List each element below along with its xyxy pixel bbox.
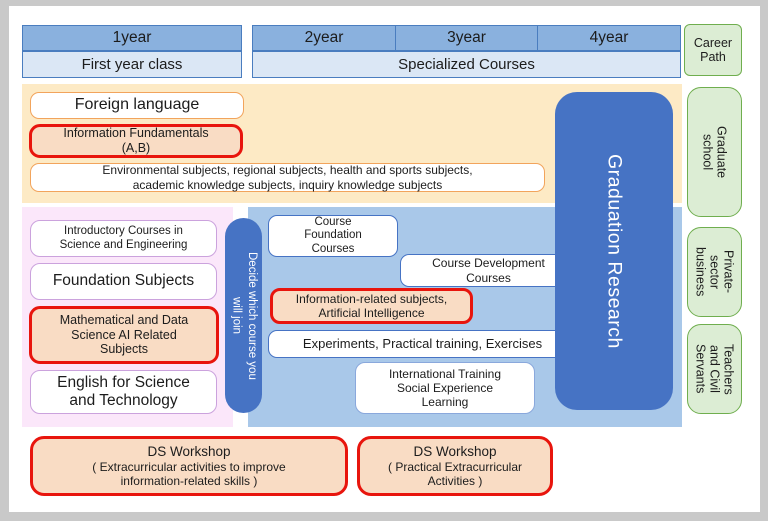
diagram-canvas: 1year 2year 3year 4year First year class… [9,6,760,512]
specialized-courses-header: Specialized Courses [252,51,681,78]
math-ds-ai-box: Mathematical and Data Science AI Related… [29,306,219,364]
first-year-class-label: First year class [81,55,183,73]
introductory-courses-label: Introductory Courses in Science and Engi… [59,224,188,251]
foundation-subjects-label: Foundation Subjects [52,272,195,290]
english-sci-tech-label: English for Science and Technology [57,373,190,409]
decide-course-pill: Decide which course you will join [225,218,262,413]
common-subjects-label: Environmental subjects, regional subject… [102,163,473,192]
private-sector-box: Private- sector business [687,227,742,317]
international-training-box: International Training Social Experience… [355,362,535,414]
career-path-box: Career Path [684,24,742,76]
experiments-label: Experiments, Practical training, Exercis… [302,336,543,352]
international-training-label: International Training Social Experience… [388,366,502,410]
teachers-civil-box: Teachers and Civil Servants [687,324,742,414]
year-1-header: 1year [22,25,242,51]
graduation-research-label: Graduation Research [603,153,626,349]
graduate-school-label: Graduate school [700,125,729,179]
graduate-school-box: Graduate school [687,87,742,217]
foreign-language-box: Foreign language [30,92,244,119]
information-fundamentals-box: Information Fundamentals (A,B) [29,124,243,158]
year-3-label: 3year [447,28,486,46]
ds-workshop-2-title: DS Workshop [413,443,497,459]
math-ds-ai-label: Mathematical and Data Science AI Related… [59,312,189,357]
ds-workshop-2-sub: ( Practical Extracurricular Activities ) [387,459,523,488]
ds-workshop-1-box: DS Workshop ( Extracurricular activities… [30,436,348,496]
ds-workshop-1-title: DS Workshop [147,443,231,459]
specialized-courses-label: Specialized Courses [398,55,535,73]
information-fundamentals-label: Information Fundamentals (A,B) [63,126,209,155]
introductory-courses-box: Introductory Courses in Science and Engi… [30,220,217,257]
course-foundation-label: Course Foundation Courses [304,215,362,255]
year-4-label: 4year [589,28,629,46]
decide-course-label: Decide which course you will join [230,251,259,380]
foundation-subjects-box: Foundation Subjects [30,263,217,300]
experiments-box: Experiments, Practical training, Exercis… [268,330,577,358]
teachers-civil-label: Teachers and Civil Servants [693,343,736,395]
course-development-label: Course Development Courses [432,256,545,285]
private-sector-label: Private- sector business [693,247,736,297]
course-foundation-box: Course Foundation Courses [268,215,398,257]
foreign-language-label: Foreign language [74,96,200,114]
year-2-header: 2year [252,25,396,51]
year-4-header: 4year [537,25,681,51]
year-1-label: 1year [112,28,152,46]
year-3-header: 3year [394,25,539,51]
ds-workshop-2-box: DS Workshop ( Practical Extracurricular … [357,436,553,496]
common-subjects-box: Environmental subjects, regional subject… [30,163,545,192]
course-development-box: Course Development Courses [400,254,577,287]
english-sci-tech-box: English for Science and Technology [30,370,217,414]
first-year-class-header: First year class [22,51,242,78]
year-2-label: 2year [304,28,344,46]
info-ai-subjects-label: Information-related subjects, Artificial… [295,291,448,320]
ds-workshop-1-sub: ( Extracurricular activities to improve … [92,459,286,488]
info-ai-subjects-box: Information-related subjects, Artificial… [270,288,473,324]
graduation-research-box: Graduation Research [555,92,673,410]
career-path-label: Career Path [693,36,733,64]
